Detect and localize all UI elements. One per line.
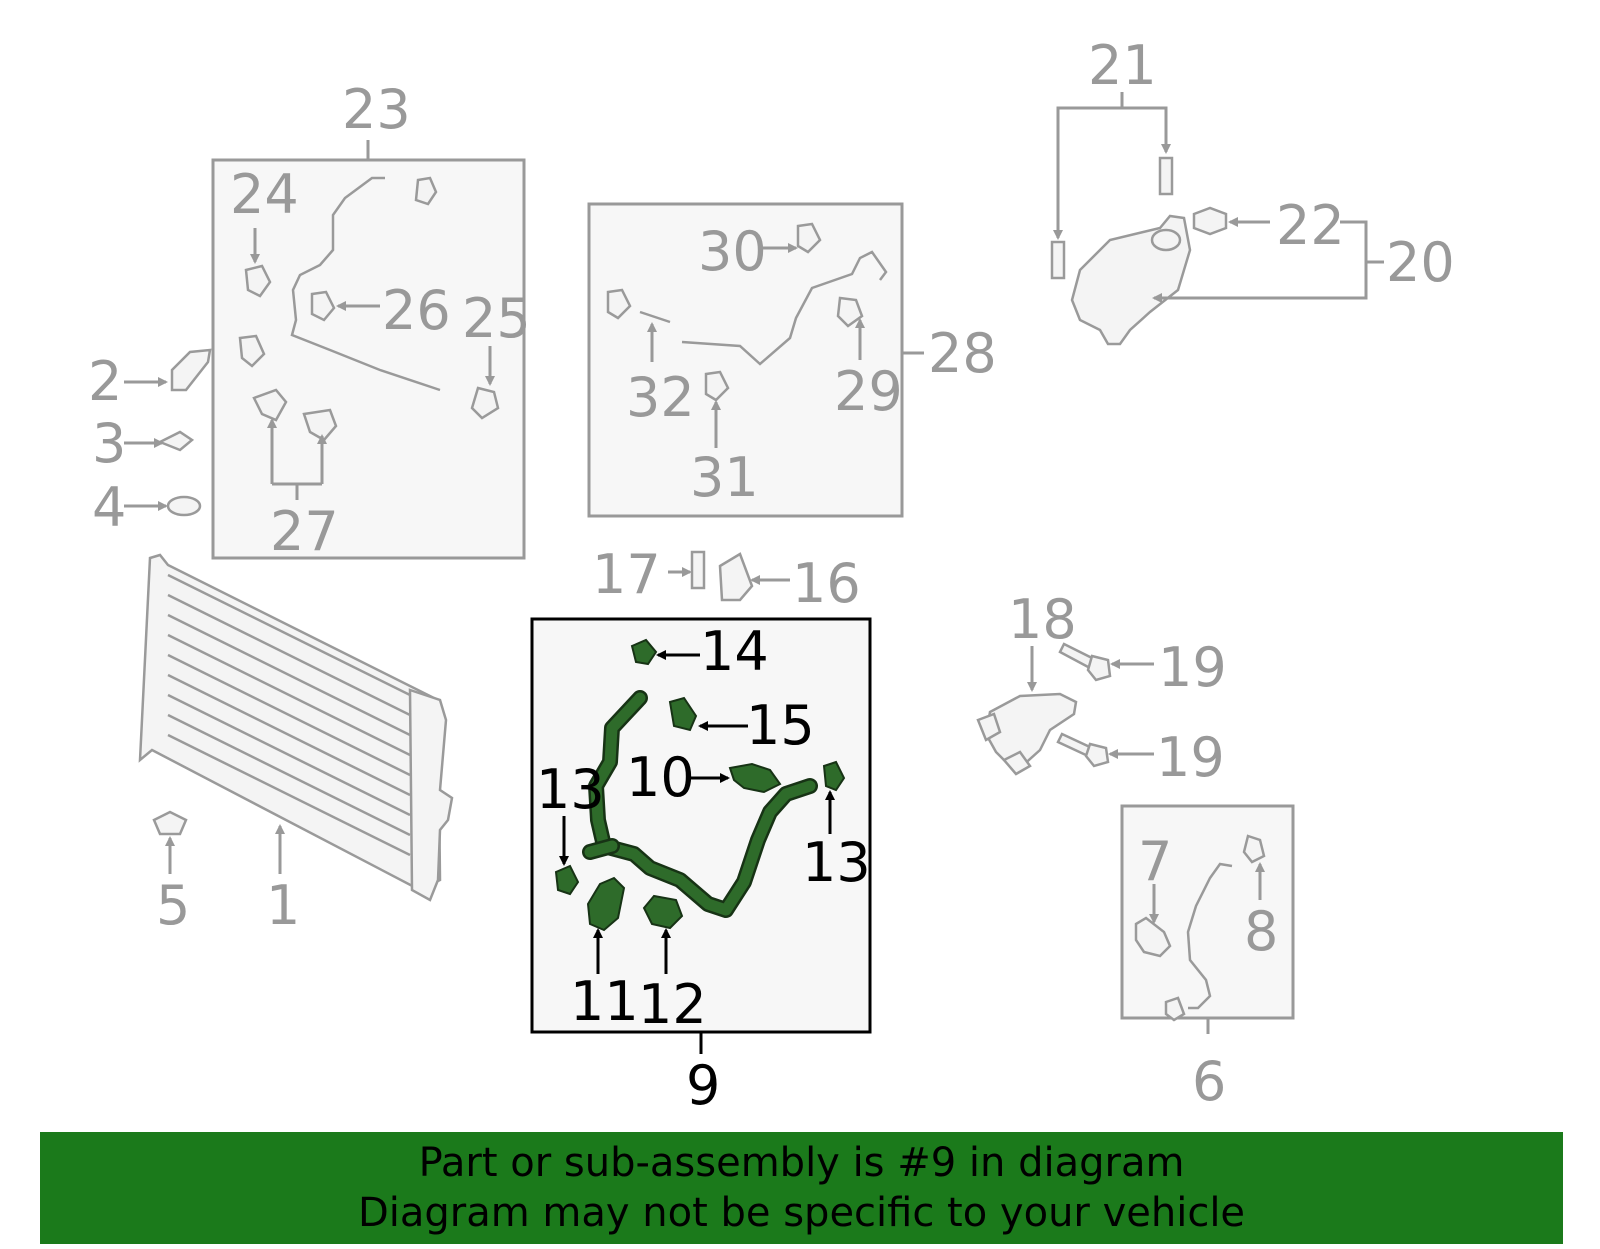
callout-24[interactable]: 24	[230, 163, 299, 226]
assembly-9-group[interactable]: 14 15 10 13 13 11 12 9	[530, 617, 872, 1117]
bolt-21b[interactable]	[1050, 240, 1066, 280]
hose-23[interactable]	[290, 176, 441, 392]
radiator-tank[interactable]	[408, 688, 454, 902]
callout-1[interactable]: 1	[266, 874, 300, 937]
callout-12[interactable]: 12	[638, 973, 707, 1036]
clamp-26[interactable]	[310, 290, 336, 322]
clamp-30[interactable]	[796, 222, 822, 254]
clamp-31[interactable]	[704, 370, 730, 402]
radiator-group[interactable]: 5 1	[138, 553, 454, 937]
banner-line-2: Diagram may not be specific to your vehi…	[357, 1190, 1246, 1236]
callout-14[interactable]: 14	[700, 620, 769, 683]
callout-18[interactable]: 18	[1008, 588, 1077, 651]
callout-13-left[interactable]: 13	[536, 758, 605, 821]
callout-31[interactable]: 31	[690, 446, 759, 509]
hose-6[interactable]	[1186, 862, 1233, 1010]
bolt-19a-head[interactable]	[1086, 654, 1112, 682]
clamp-14[interactable]	[630, 638, 658, 666]
callout-2[interactable]: 2	[88, 350, 122, 413]
callout-32[interactable]: 32	[626, 366, 695, 429]
clamp-23-top[interactable]	[414, 176, 438, 206]
seal-2[interactable]	[170, 348, 212, 392]
clamp-10[interactable]	[728, 762, 782, 794]
callout-19-lower[interactable]: 19	[1156, 726, 1225, 789]
parts-16-17-group[interactable]: 17 16	[592, 543, 861, 615]
clamp-13-right[interactable]	[822, 760, 846, 792]
callout-17[interactable]: 17	[592, 543, 661, 606]
callout-15[interactable]: 15	[746, 694, 815, 757]
bolt-21a[interactable]	[1158, 156, 1174, 196]
callout-11[interactable]: 11	[570, 970, 639, 1033]
clamp-13-left[interactable]	[554, 864, 580, 896]
callout-3[interactable]: 3	[92, 412, 126, 475]
clamp-32-end[interactable]	[606, 288, 632, 320]
callout-5[interactable]: 5	[156, 874, 190, 937]
callout-26[interactable]: 26	[382, 279, 451, 342]
clamp-8[interactable]	[1242, 834, 1266, 864]
clamp-24[interactable]	[244, 264, 272, 298]
reservoir-neck[interactable]	[1150, 228, 1182, 252]
assembly-23-group[interactable]: 23 24 26 25 27	[211, 78, 531, 563]
callout-20[interactable]: 20	[1386, 231, 1455, 294]
washer-4[interactable]	[166, 495, 202, 517]
callout-29[interactable]: 29	[834, 360, 903, 423]
callout-4[interactable]: 4	[92, 476, 126, 539]
callout-23[interactable]: 23	[342, 78, 411, 141]
callout-27[interactable]: 27	[270, 500, 339, 563]
callout-22[interactable]: 22	[1276, 194, 1345, 257]
assembly-28-box[interactable]	[587, 202, 904, 518]
water-pump-group[interactable]: 18 19 19	[976, 588, 1227, 789]
reservoir-cap-22[interactable]	[1192, 206, 1228, 236]
parts-2-3-4-group[interactable]: 2 3 4	[88, 348, 212, 539]
bracket-27a[interactable]	[252, 388, 288, 422]
radiator-cap-5[interactable]	[152, 810, 188, 836]
callout-19-upper[interactable]: 19	[1158, 636, 1227, 699]
clamp-12[interactable]	[642, 894, 684, 930]
callout-16[interactable]: 16	[792, 552, 861, 615]
assembly-6-group[interactable]: 7 8 6	[1120, 804, 1295, 1113]
banner-line-1: Part or sub-assembly is #9 in diagram	[418, 1140, 1185, 1186]
clamp-6-bottom[interactable]	[1164, 996, 1186, 1022]
bracket-16[interactable]	[718, 552, 754, 602]
callout-6[interactable]: 6	[1192, 1050, 1226, 1113]
clamp-23-mid[interactable]	[238, 334, 266, 368]
grommet-3[interactable]	[156, 430, 195, 452]
callout-13-right[interactable]: 13	[802, 831, 871, 894]
callout-30[interactable]: 30	[698, 220, 767, 283]
assembly-28-group[interactable]: 30 32 29 31 28	[587, 202, 997, 518]
callout-28[interactable]: 28	[928, 322, 997, 385]
info-banner: Part or sub-assembly is #9 in diagram Di…	[40, 1132, 1563, 1244]
bracket-27b[interactable]	[302, 408, 338, 442]
clamp-15[interactable]	[668, 696, 698, 732]
clamp-11[interactable]	[586, 876, 626, 932]
assembly-9-box[interactable]	[530, 617, 872, 1034]
callout-25[interactable]: 25	[462, 287, 531, 350]
pump-inlet[interactable]	[1002, 750, 1032, 776]
callout-7[interactable]: 7	[1138, 830, 1172, 893]
pump-outlet[interactable]	[976, 712, 1002, 742]
clamp-25[interactable]	[470, 386, 500, 420]
callout-21[interactable]: 21	[1088, 34, 1157, 97]
callout-8[interactable]: 8	[1244, 900, 1278, 963]
callout-10[interactable]: 10	[626, 746, 695, 809]
bolt-19b-head[interactable]	[1084, 742, 1110, 768]
bolt-17[interactable]	[690, 550, 706, 590]
water-pump-18[interactable]	[984, 692, 1078, 770]
coolant-hose-9[interactable]	[590, 692, 816, 916]
assembly-23-box[interactable]	[211, 158, 526, 560]
reservoir-group[interactable]: 21 22 20	[1050, 34, 1455, 346]
callout-9[interactable]: 9	[686, 1054, 720, 1117]
hose-28[interactable]	[681, 250, 888, 366]
